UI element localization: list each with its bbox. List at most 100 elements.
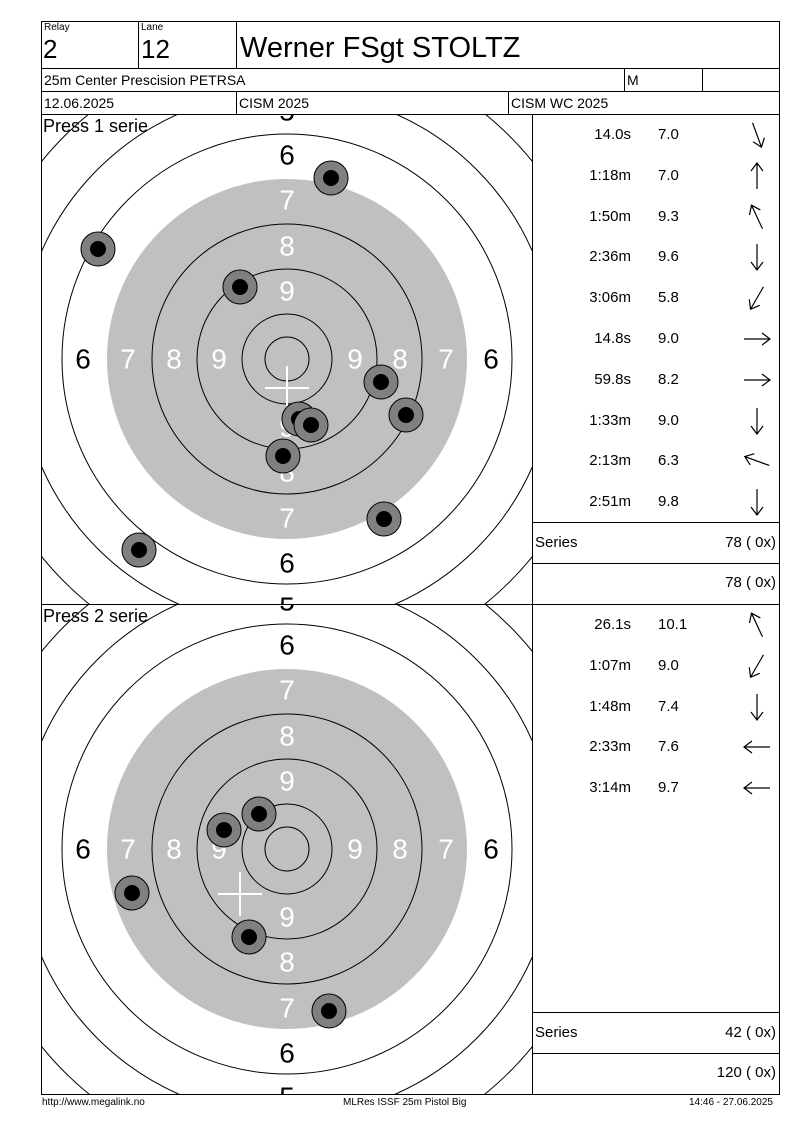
serie-2-running-total: 120 ( 0x) <box>716 1064 776 1081</box>
shot-hole-center <box>373 374 389 390</box>
ring-number-6: 6 <box>483 834 499 865</box>
header-divider <box>624 68 625 91</box>
target-ring <box>241 803 333 895</box>
footer-url: http://www.megalink.no <box>42 1097 145 1108</box>
serie-1-title: Press 1 serie <box>43 116 149 136</box>
shot-time: 14.8s <box>594 330 631 347</box>
relay-label: Relay <box>44 22 70 33</box>
ring-number-7: 7 <box>279 503 295 534</box>
gender: M <box>627 72 639 88</box>
shot-hole-center <box>131 542 147 558</box>
shot-score: 7.6 <box>658 738 679 756</box>
shot-time: 59.8s <box>594 370 631 388</box>
ring-number-6: 6 <box>75 344 91 375</box>
serie-1-running-total: 78 ( 0x) <box>725 574 776 591</box>
shot-time: 3:14m <box>589 779 631 797</box>
ring-number-7: 7 <box>120 344 136 375</box>
relay-value: 2 <box>43 34 58 64</box>
shot-direction-arrow-icon <box>750 693 764 721</box>
ring-number-7: 7 <box>279 675 295 706</box>
ring-number-9: 9 <box>279 902 295 933</box>
shot-time: 1:18m <box>589 166 631 184</box>
shot-direction-arrow-icon <box>750 244 764 272</box>
shot-direction-arrow-icon <box>751 122 765 149</box>
shot-hole-center <box>323 170 339 186</box>
shot-time: 2:33m <box>589 738 631 756</box>
serie-1-series-total: 78 ( 0x) <box>725 534 776 551</box>
footer-program: MLRes ISSF 25m Pistol Big <box>343 1097 467 1108</box>
ring-number-7: 7 <box>120 834 136 865</box>
ring-number-7: 7 <box>438 344 454 375</box>
shot-time: 2:13m <box>589 452 631 470</box>
serie-2-series-line <box>532 1012 780 1013</box>
shot-direction-arrow-icon <box>748 654 765 678</box>
shot-time: 1:07m <box>589 656 631 674</box>
shot-hole-center <box>90 241 106 257</box>
shooter-name: Werner FSgt STOLTZ <box>240 32 521 64</box>
shot-time: 2:36m <box>589 248 631 266</box>
shot-score: 8.2 <box>658 370 679 388</box>
shot-hole-center <box>124 885 140 901</box>
footer-timestamp: 14:46 - 27.06.2025 <box>689 1097 773 1108</box>
target-black-area <box>107 179 467 539</box>
event-name: 25m Center Prescision PETRSA <box>44 72 246 88</box>
target-ring <box>151 713 423 985</box>
shot-direction-arrow-icon <box>743 453 770 467</box>
ring-number-7: 7 <box>438 834 454 865</box>
shot-score: 7.0 <box>658 126 679 143</box>
shot-hole-center <box>275 448 291 464</box>
header-divider <box>508 91 509 115</box>
shot-score: 10.1 <box>658 616 688 633</box>
date: 12.06.2025 <box>44 95 115 111</box>
shot-time: 3:06m <box>589 289 631 307</box>
target-1: 567899876567899876 <box>42 115 532 604</box>
target-black-area <box>107 669 467 1029</box>
shot-score: 9.7 <box>658 779 679 797</box>
shot-hole-center <box>251 806 267 822</box>
ring-number-8: 8 <box>166 344 182 375</box>
shot-hole-center <box>216 822 232 838</box>
shot-hole-center <box>321 1003 337 1019</box>
target-ring <box>61 623 513 1075</box>
header-divider <box>236 91 237 115</box>
serie-1-divider <box>532 114 533 605</box>
shot-direction-arrow-icon <box>743 781 770 795</box>
shot-direction-arrow-icon <box>748 286 765 311</box>
header-divider <box>41 68 780 69</box>
serie-1-total-line <box>532 563 780 564</box>
shot-hole-center <box>398 407 414 423</box>
ring-number-8: 8 <box>392 834 408 865</box>
serie-2-divider <box>532 604 533 1095</box>
shot-time: 14.0s <box>594 126 631 143</box>
ring-number-5: 5 <box>279 605 295 617</box>
shot-direction-arrow-icon <box>748 612 764 638</box>
ring-number-9: 9 <box>347 834 363 865</box>
ring-number-6: 6 <box>483 344 499 375</box>
lane-label: Lane <box>141 22 164 33</box>
ring-number-9: 9 <box>347 344 363 375</box>
ring-number-5: 5 <box>279 1082 295 1095</box>
shot-hole-center <box>376 511 392 527</box>
ring-number-8: 8 <box>279 721 295 752</box>
shot-time: 1:50m <box>589 207 631 225</box>
header-divider <box>41 91 780 92</box>
serie-2-title: Press 2 serie <box>43 606 149 626</box>
shot-hole-center <box>241 929 257 945</box>
shot-direction-arrow-icon <box>750 161 764 189</box>
shot-score: 9.6 <box>658 248 679 266</box>
shot-direction-arrow-icon <box>748 203 764 229</box>
championship: CISM WC 2025 <box>511 95 609 111</box>
shot-score: 7.4 <box>658 697 679 715</box>
ring-number-6: 6 <box>279 630 295 661</box>
shot-hole-center <box>232 279 248 295</box>
ring-number-5: 5 <box>279 592 295 605</box>
shot-score: 9.3 <box>658 207 679 225</box>
shot-time: 2:51m <box>589 493 631 511</box>
ring-number-8: 8 <box>392 344 408 375</box>
shot-score: 9.0 <box>658 411 679 429</box>
ring-number-9: 9 <box>279 276 295 307</box>
ring-number-7: 7 <box>279 185 295 216</box>
target-ring <box>61 133 513 585</box>
ring-number-8: 8 <box>279 947 295 978</box>
serie-2-series-label: Series <box>535 1024 578 1041</box>
